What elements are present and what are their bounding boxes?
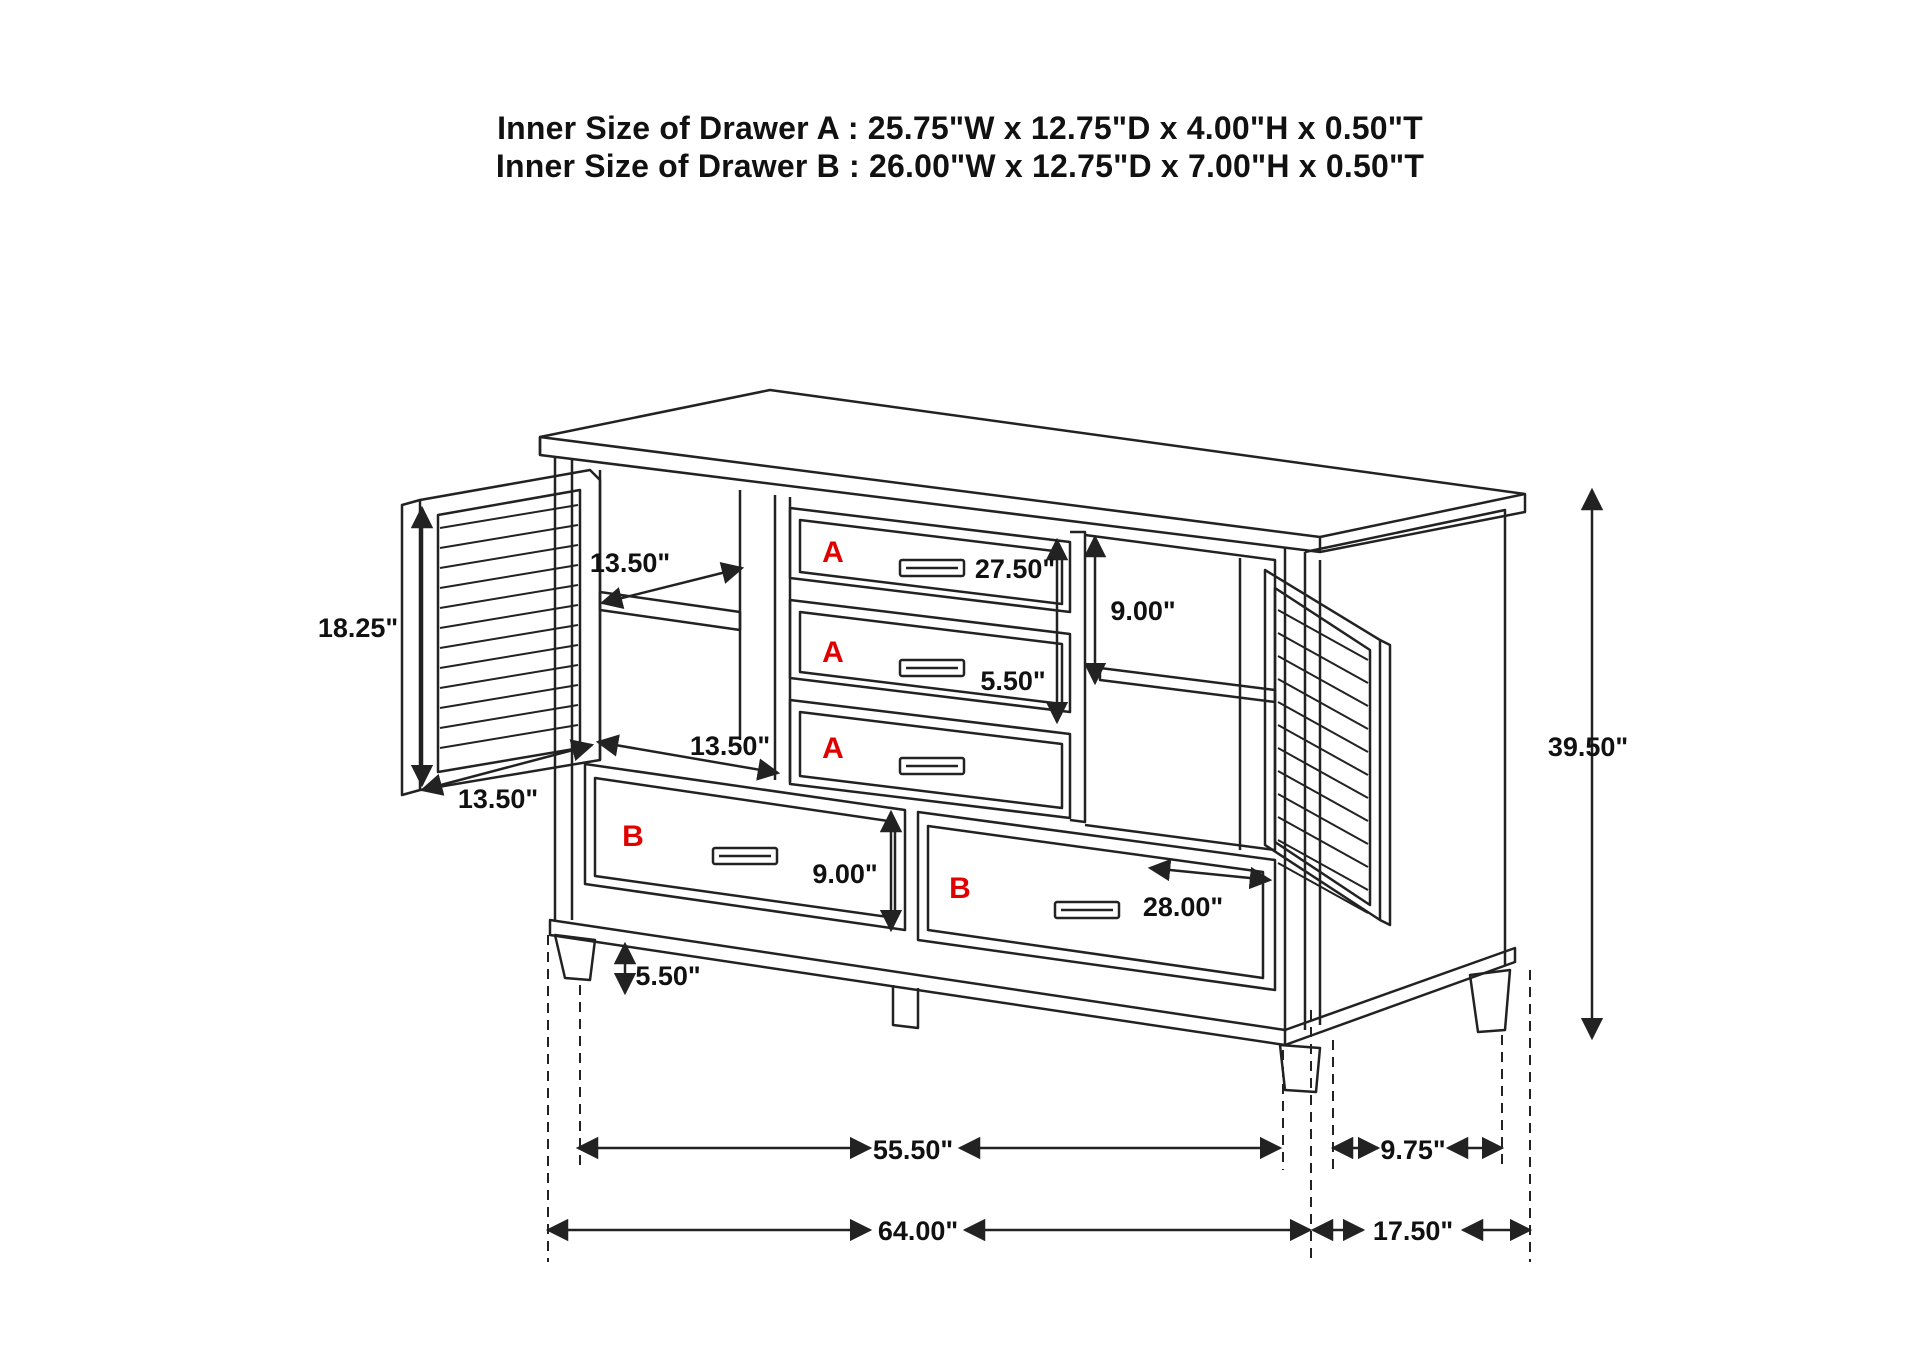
right-door-louver <box>1277 747 1369 799</box>
left-door-louver <box>439 524 579 549</box>
total-width-label: 64.00" <box>878 1216 958 1246</box>
total-height-label: 39.50" <box>1548 732 1628 762</box>
right-door-louver <box>1277 770 1369 822</box>
shelf-depth-lower-label: 13.50" <box>690 731 770 761</box>
drawer-a-letter-bottom: A <box>822 732 844 765</box>
shelf-depth-upper-dimension <box>599 561 745 610</box>
right-door-louver <box>1277 632 1369 684</box>
left-door-louver <box>439 724 579 749</box>
left-door-louver <box>439 604 579 629</box>
left-door-louver <box>439 544 579 569</box>
drawer-handle <box>711 846 779 866</box>
shelf-depth-lower-dimension <box>595 734 781 781</box>
door-height-label: 18.25" <box>318 613 398 643</box>
drawer-b-inner-size: Inner Size of Drawer B : 26.00"W x 12.75… <box>495 148 1425 184</box>
right-door-louver <box>1277 678 1369 730</box>
inner-depth-label: 9.75" <box>1380 1135 1445 1165</box>
drawer-a-inner-size: Inner Size of Drawer A : 25.75"W x 12.75… <box>497 110 1423 146</box>
right-door-louver <box>1277 655 1369 707</box>
door-width-dimension <box>419 739 595 796</box>
drawer-handle <box>898 756 966 776</box>
door-louvers <box>439 504 1369 914</box>
drawer-a-letter-middle: A <box>822 636 844 669</box>
drawer-b-letter-left: B <box>622 820 644 853</box>
drawer-a-letter-top: A <box>822 536 844 569</box>
left-door-louver <box>439 664 579 689</box>
drawer-b-width-dimension <box>1147 858 1273 890</box>
right-cabinet-height-label: 9.00" <box>1110 596 1175 626</box>
inner-width-label: 55.50" <box>873 1135 953 1165</box>
left-door-louver <box>439 684 579 709</box>
drawer-a-height-label: 5.50" <box>980 666 1045 696</box>
drawer-handle <box>898 658 966 678</box>
right-door-louver <box>1277 609 1369 661</box>
drawer-handles <box>711 558 1121 920</box>
dresser-outline <box>400 388 1527 1094</box>
drawer-handle <box>1053 900 1121 920</box>
drawer-a-width-label: 27.50" <box>975 554 1055 584</box>
drawer-b-letter-right: B <box>949 872 971 905</box>
left-door-louver <box>439 584 579 609</box>
drawer-handle <box>898 558 966 578</box>
left-door-louver <box>439 564 579 589</box>
right-door-louver <box>1277 724 1369 776</box>
door-width-label: 13.50" <box>458 784 538 814</box>
shelf-depth-upper-label: 13.50" <box>590 548 670 578</box>
left-door-louver <box>439 504 579 529</box>
total-depth-label: 17.50" <box>1373 1216 1453 1246</box>
right-door-louver <box>1277 839 1369 891</box>
leg-height-label: 5.50" <box>635 961 700 991</box>
right-door-louver <box>1277 862 1369 914</box>
extension-lines <box>547 935 1531 1262</box>
left-door-louver <box>439 704 579 729</box>
left-door-louver <box>439 644 579 669</box>
left-door-louver <box>439 624 579 649</box>
drawer-b-height-label: 9.00" <box>812 859 877 889</box>
dimension-lines <box>410 487 1604 1242</box>
right-door-louver <box>1277 701 1369 753</box>
right-door-louver <box>1277 816 1369 868</box>
drawer-b-width-label: 28.00" <box>1143 892 1223 922</box>
right-door-louver <box>1277 793 1369 845</box>
